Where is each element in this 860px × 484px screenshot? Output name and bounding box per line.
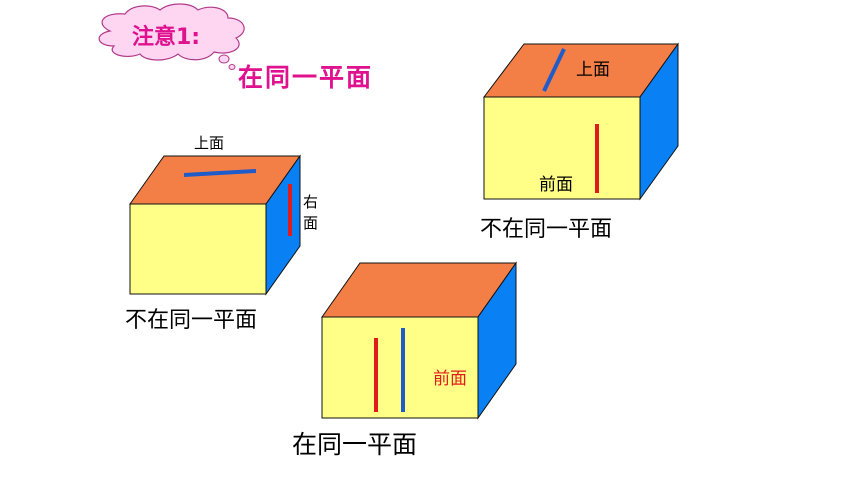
cube-right-caption: 不在同一平面	[480, 217, 612, 242]
cube-left-top-label: 上面	[194, 134, 224, 152]
cube-right-front-label: 前面	[539, 175, 573, 195]
cube-bottom-front-label: 前面	[433, 369, 467, 389]
cube-left-front-face	[129, 203, 267, 295]
cube-left-top-line	[183, 169, 257, 177]
cube-bottom-caption: 在同一平面	[292, 430, 417, 459]
cube-right-top-label: 上面	[576, 60, 610, 80]
cloud-bubble-small	[228, 64, 236, 70]
cube-right-top-line	[542, 48, 566, 92]
cloud-bubble-large	[218, 54, 230, 64]
cube-bottom: 前面 在同一平面	[292, 261, 517, 459]
cube-bottom-front-face	[321, 316, 479, 419]
cube-left-side-label-2: 面	[303, 214, 318, 232]
cube-right: 上面 前面 不在同一平面	[480, 42, 679, 242]
note-subtitle: 在同一平面	[238, 63, 373, 92]
cube-left: 上面 右 面 不在同一平面	[125, 134, 318, 333]
note-cloud: 注意1:	[98, 3, 245, 70]
cube-left-side-label: 右	[303, 193, 318, 211]
cube-right-front-face	[483, 96, 641, 200]
note-title: 注意1:	[132, 24, 200, 50]
cloud-shape	[98, 3, 245, 61]
cube-left-caption: 不在同一平面	[125, 308, 257, 333]
